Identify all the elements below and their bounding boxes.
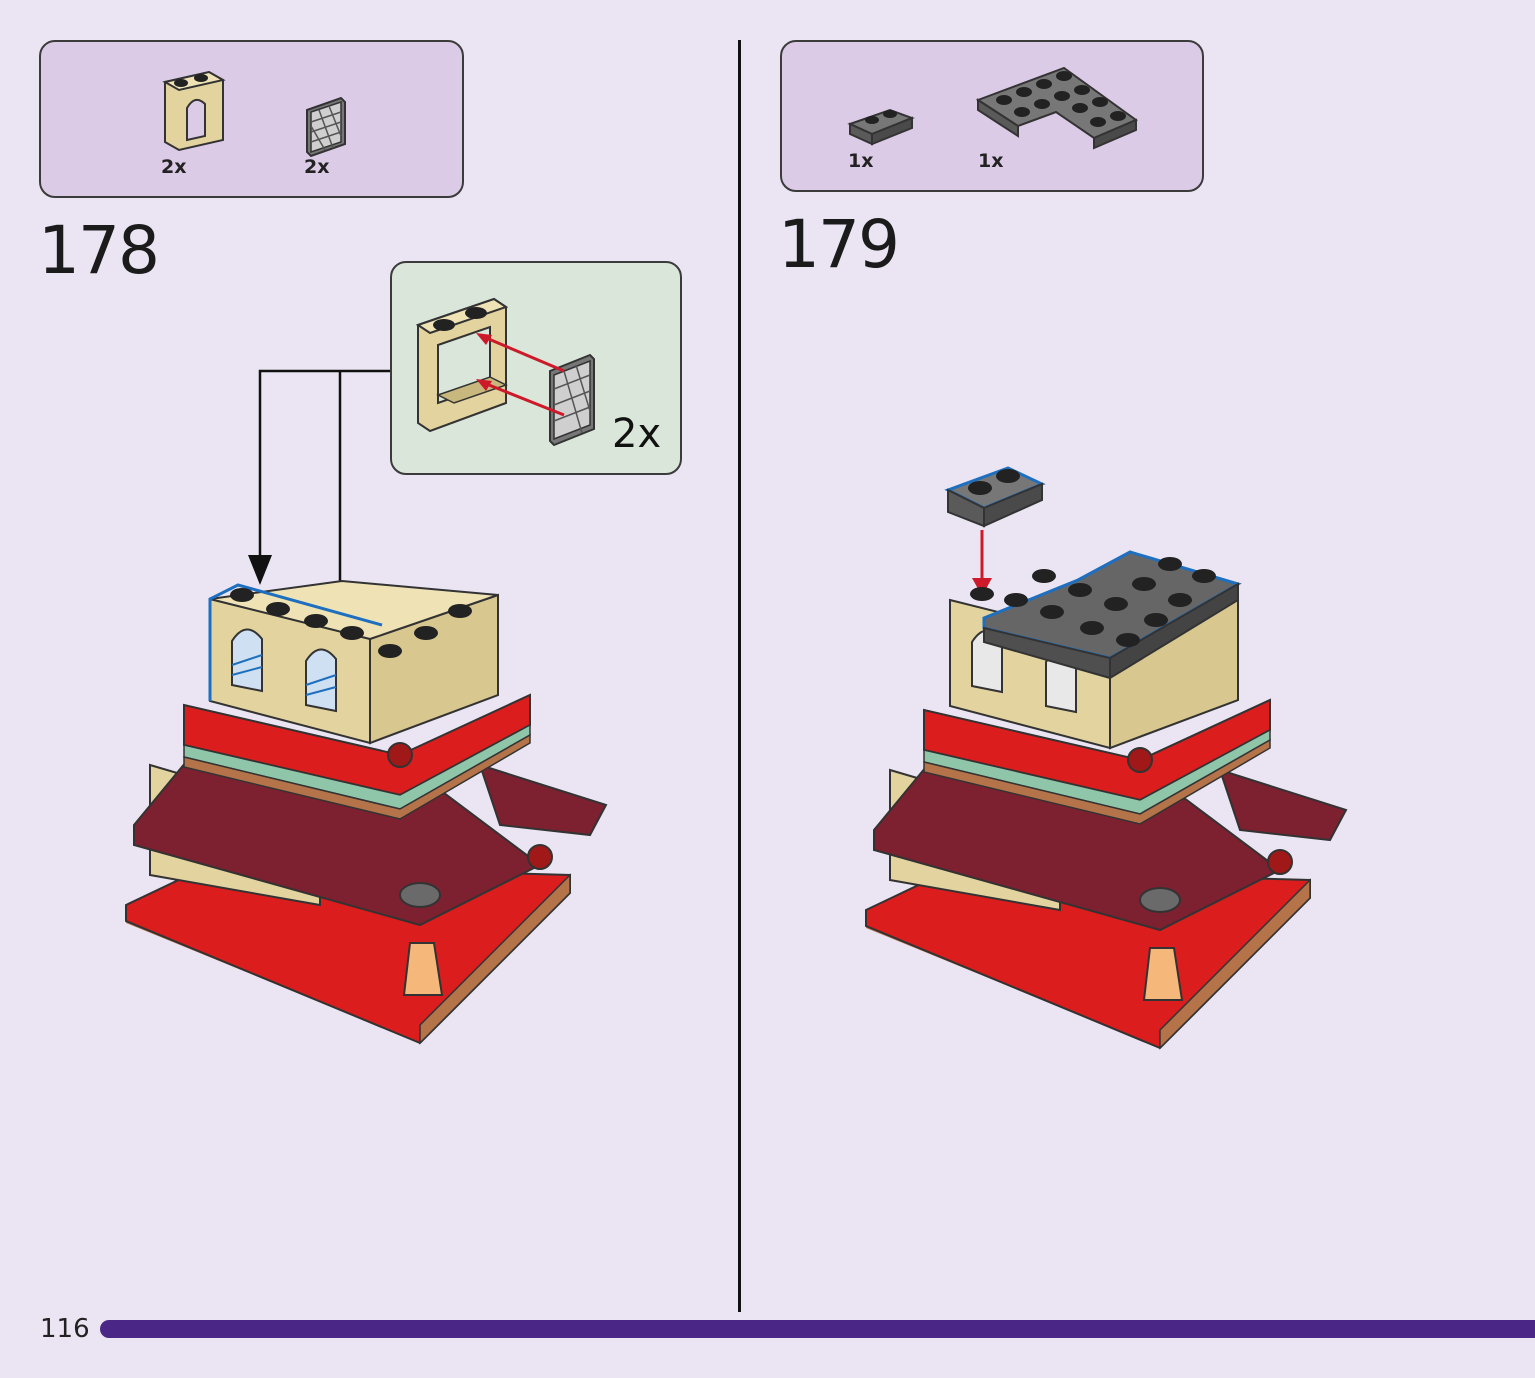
step-179-model-illustration	[865, 466, 1348, 1050]
tan-window-frame-icon	[162, 70, 226, 152]
gray-lattice-glass-icon	[306, 96, 346, 158]
progress-bar-fill	[100, 1320, 1535, 1338]
progress-bar	[100, 1320, 1535, 1338]
part-qty: 2x	[161, 156, 187, 178]
window-frame-assembly-icon	[415, 297, 595, 447]
step-178-model-illustration	[125, 579, 608, 1045]
column-divider	[738, 40, 741, 1312]
parts-box-step-178: 2x 2x	[39, 40, 464, 198]
callout-qty: 2x	[612, 411, 662, 457]
page-number: 116	[40, 1314, 90, 1344]
sub-assembly-callout: 2x	[390, 261, 682, 475]
gray-plate-1x2-icon	[847, 108, 915, 146]
step-number: 178	[38, 212, 160, 289]
part-qty: 1x	[848, 150, 874, 172]
step-number: 179	[778, 206, 900, 283]
part-qty: 2x	[304, 156, 330, 178]
parts-box-step-179: 1x 1x	[780, 40, 1204, 192]
gray-corner-plate-icon	[975, 66, 1139, 150]
part-qty: 1x	[978, 150, 1004, 172]
